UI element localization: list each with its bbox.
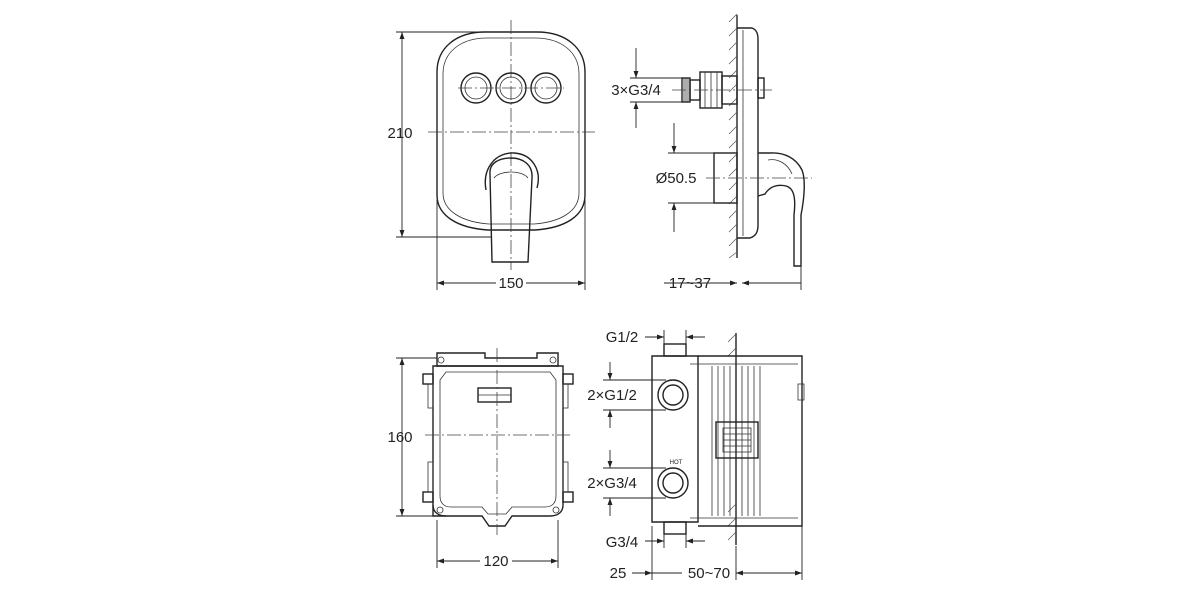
side-view: 3×G3/4 Ø50.5 17~37 (611, 13, 812, 292)
height-label: 210 (387, 125, 412, 142)
box-depth-label: 50~70 (688, 565, 730, 582)
box-width-label: 120 (483, 553, 508, 570)
thread-dimension (630, 48, 686, 128)
box-inner-outline (439, 371, 557, 515)
box-height-dimension (396, 357, 437, 517)
bottom-thread-label: G3/4 (606, 534, 639, 551)
box-width-dimension (436, 520, 559, 568)
upper-ports-dimension (603, 362, 666, 428)
depth-label: 17~37 (669, 275, 711, 292)
wall-hatching (728, 13, 738, 259)
upper-port-outer (657, 379, 689, 411)
thread-label: 3×G3/4 (611, 82, 661, 99)
box-outer-body (432, 365, 564, 527)
depth-dimensions (632, 526, 803, 580)
front-view: 210 150 (387, 20, 595, 292)
top-thread-dimension (645, 330, 705, 344)
lower-ports-label: 2×G3/4 (587, 475, 637, 492)
cover-plate-profile (737, 27, 759, 239)
diameter-label: Ø50.5 (656, 170, 697, 187)
box-side-view: HOT G1/2 (587, 329, 805, 582)
height-dimension (396, 31, 492, 238)
top-connector (663, 343, 687, 357)
top-thread-label: G1/2 (606, 329, 639, 346)
box-wall-hatching (727, 333, 737, 541)
lower-port-outer (657, 467, 689, 499)
ribbed-section (711, 366, 761, 516)
upper-port-inner (662, 384, 684, 406)
cover-plate-inner (442, 37, 580, 225)
offset-label: 25 (610, 565, 627, 582)
plaster-guard (698, 355, 803, 527)
box-height-label: 160 (387, 429, 412, 446)
push-buttons (458, 72, 564, 104)
central-flange (715, 421, 759, 459)
width-label: 150 (498, 275, 523, 292)
depth-dimension (664, 266, 802, 290)
upper-ports-label: 2×G1/2 (587, 387, 637, 404)
lower-port-inner (662, 472, 684, 494)
bottom-thread-dimension (645, 534, 705, 548)
thread-fitting (672, 71, 772, 109)
cover-plate (436, 31, 586, 231)
lower-ports-dimension (603, 450, 666, 516)
width-dimension (436, 200, 586, 290)
handle-body-profile (706, 152, 812, 267)
lever-handle (484, 152, 539, 263)
valve-body (651, 355, 699, 523)
diameter-dimension (668, 123, 714, 232)
bottom-connector (663, 521, 687, 535)
hot-marking: HOT (670, 460, 683, 466)
box-front-view: 160 120 (387, 348, 574, 570)
